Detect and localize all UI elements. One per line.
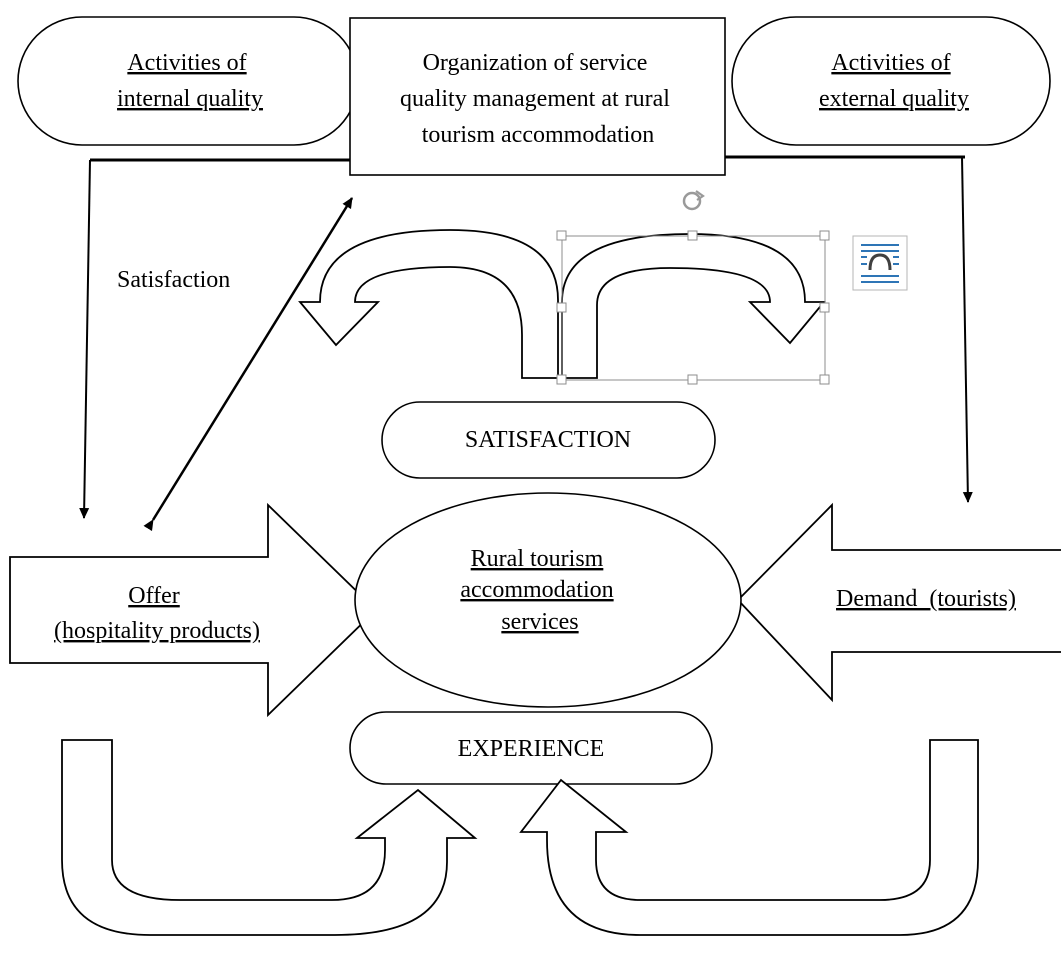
experience-pill-text: EXPERIENCE — [458, 736, 605, 762]
offer-text: Offer (hospitality products) — [54, 583, 260, 644]
layout-options-icon[interactable] — [852, 235, 908, 291]
bottom-right-uturn-arrow-shape — [519, 739, 979, 936]
demand-text: Demand (tourists) — [836, 586, 1016, 612]
satisfaction-pill-text: SATISFACTION — [465, 427, 631, 453]
right-uturn-arrow — [561, 233, 826, 379]
experience-pill — [349, 711, 713, 785]
organization-box — [349, 17, 726, 176]
offer-arrow — [9, 502, 378, 718]
right-down-arrow — [961, 156, 973, 503]
rural-services-ellipse — [354, 492, 742, 708]
bottom-left-uturn-arrow — [61, 739, 478, 936]
left-uturn-arrow — [298, 229, 559, 379]
rural-services-text: Rural tourism accommodation services — [460, 546, 619, 635]
satisfaction-pill — [381, 401, 716, 479]
organization-text: Organization of service quality manageme… — [400, 50, 676, 148]
selection-handles[interactable] — [556, 230, 830, 385]
external-quality-pill — [731, 16, 1051, 146]
left-down-arrow — [79, 159, 91, 519]
satisfaction-side-label: Satisfaction — [117, 267, 230, 293]
diagonal-double-arrow — [143, 197, 354, 532]
external-quality-text: Activities of external quality — [819, 50, 969, 112]
internal-quality-pill — [17, 16, 359, 146]
internal-quality-text: Activities of internal quality — [117, 50, 263, 112]
rotate-handle-icon[interactable] — [682, 190, 705, 211]
